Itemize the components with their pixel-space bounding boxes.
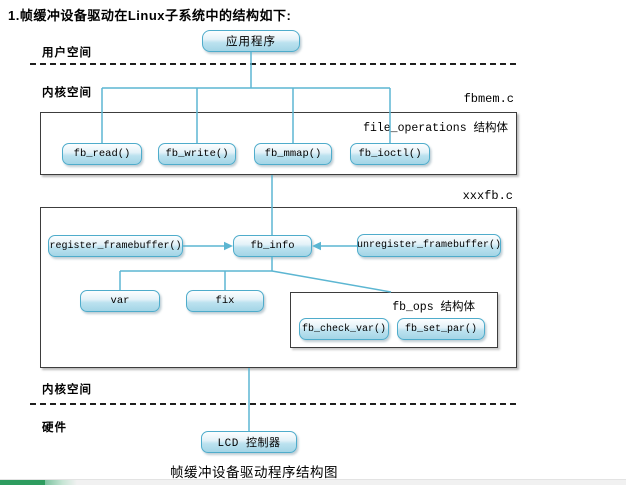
node-fb-ioctl: fb_ioctl(): [350, 143, 430, 165]
page-title: 1.帧缓冲设备驱动在Linux子系统中的结构如下:: [8, 8, 292, 23]
bottom-progress-bar: [0, 479, 626, 485]
node-register-framebuffer: register_framebuffer(): [48, 235, 183, 257]
zone-label-user-space: 用户空间: [42, 47, 92, 59]
node-fix: fix: [186, 290, 264, 312]
node-fb-set-par: fb_set_par(): [397, 318, 485, 340]
fb-ops-struct-label: fb_ops 结构体: [392, 301, 475, 314]
node-fb-mmap: fb_mmap(): [254, 143, 332, 165]
zone-label-hardware: 硬件: [42, 422, 67, 434]
user-kernel-divider: [30, 63, 516, 65]
node-application: 应用程序: [202, 30, 300, 52]
node-lcd-controller: LCD 控制器: [201, 431, 297, 453]
fbmem-file-label: fbmem.c: [463, 92, 514, 106]
figure-caption: 帧缓冲设备驱动程序结构图: [170, 465, 338, 480]
node-var: var: [80, 290, 160, 312]
zone-label-kernel-space-bottom: 内核空间: [42, 384, 92, 396]
kernel-hardware-divider: [30, 403, 516, 405]
node-fb-check-var: fb_check_var(): [299, 318, 389, 340]
progress-fill-fade: [45, 480, 77, 485]
node-fb-write: fb_write(): [158, 143, 236, 165]
node-fb-info: fb_info: [233, 235, 312, 257]
node-unregister-framebuffer: unregister_framebuffer(): [357, 234, 501, 257]
progress-fill: [0, 480, 45, 485]
file-operations-struct-label: file_operations 结构体: [363, 122, 508, 135]
xxxfb-file-label: xxxfb.c: [462, 189, 513, 203]
node-fb-read: fb_read(): [62, 143, 142, 165]
zone-label-kernel-space-top: 内核空间: [42, 87, 92, 99]
